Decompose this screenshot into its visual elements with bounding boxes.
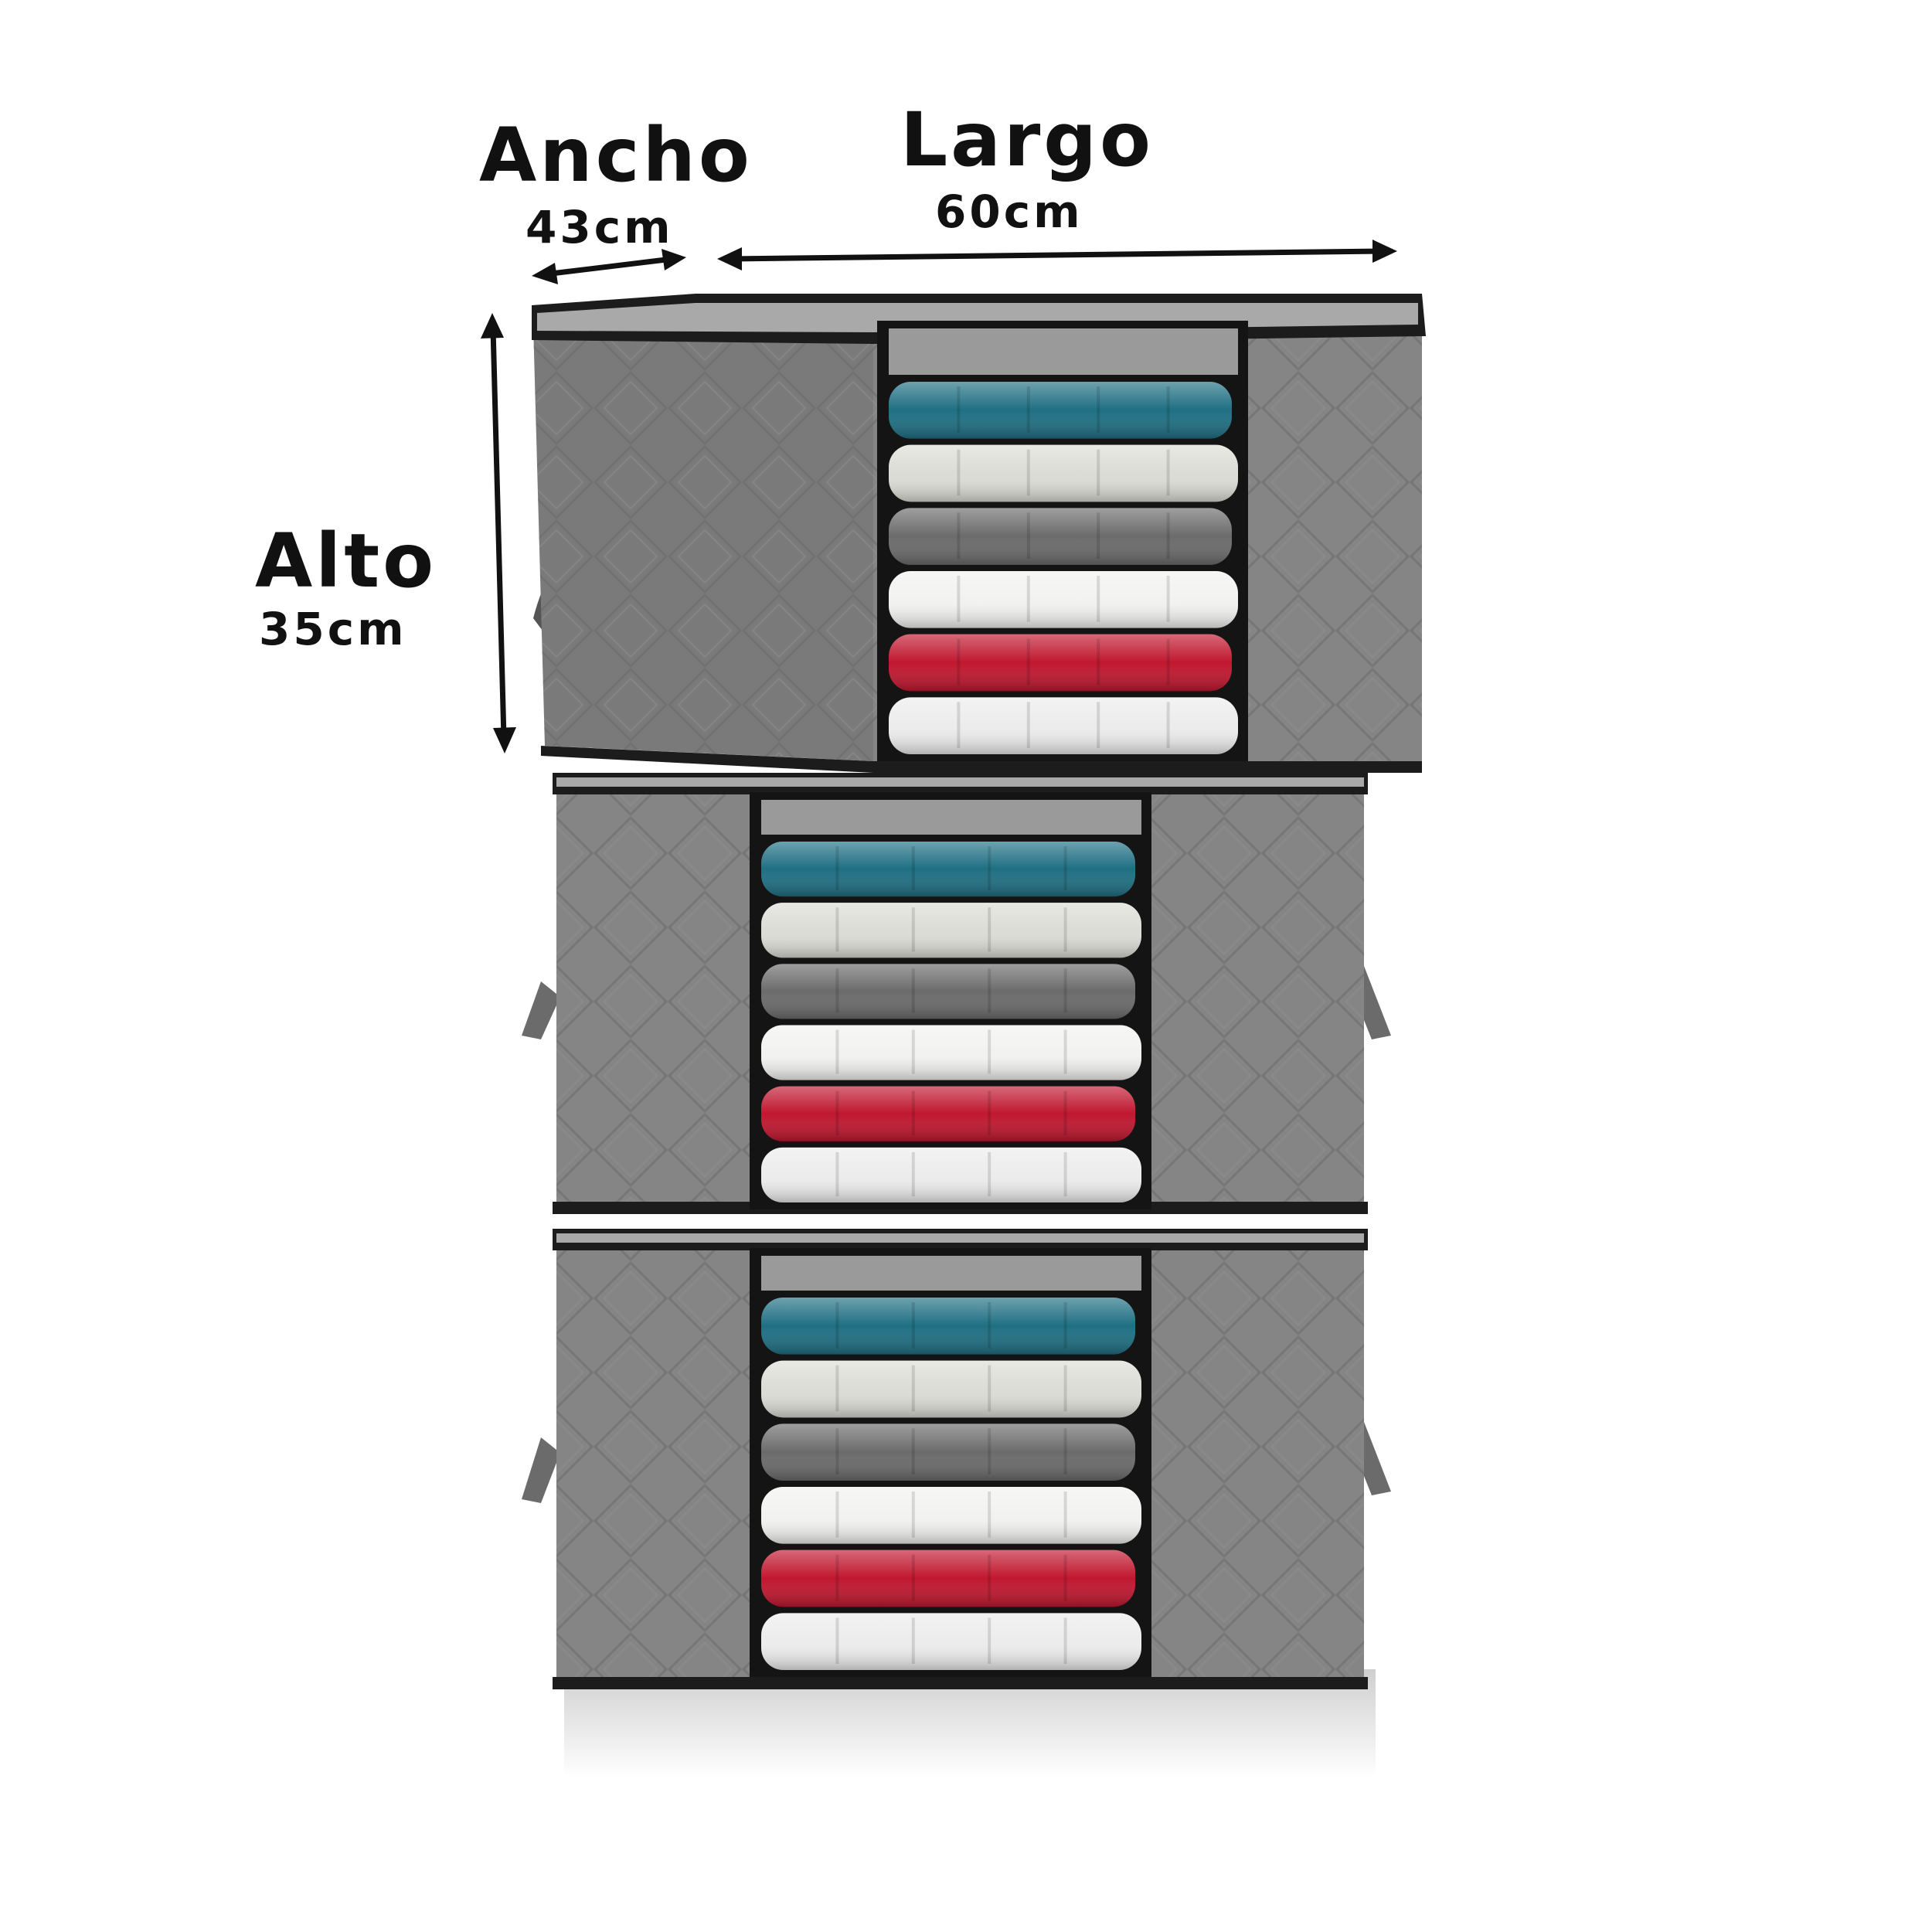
- garment-roll-shading: [889, 444, 1238, 502]
- garment-roll-shading: [761, 1147, 1141, 1202]
- height-value: 35cm: [259, 603, 407, 655]
- garment-roll-shading: [761, 1025, 1141, 1080]
- garment-roll-shading: [889, 382, 1232, 439]
- width-value: 43cm: [526, 201, 674, 253]
- garment-roll-shading: [761, 1613, 1141, 1670]
- garment-roll-shading: [761, 1423, 1135, 1481]
- garment-roll-shading: [761, 1298, 1135, 1355]
- garment-roll-shading: [761, 842, 1135, 897]
- length-arrow: [717, 240, 1397, 270]
- garment-roll-shading: [761, 1487, 1141, 1544]
- left-handle: [522, 981, 560, 1039]
- garment-roll-shading: [889, 508, 1232, 565]
- height-arrow: [481, 313, 516, 753]
- garment-roll-shading: [761, 964, 1135, 1019]
- width-title: Ancho: [479, 112, 753, 199]
- length-title: Largo: [900, 97, 1154, 183]
- garment-roll-shading: [761, 1086, 1135, 1141]
- left-handle: [522, 1437, 560, 1503]
- garment-roll-shading: [761, 1360, 1141, 1418]
- garment-roll-shading: [889, 697, 1238, 754]
- folded-garments: [761, 382, 1238, 1670]
- width-arrow: [532, 249, 686, 284]
- garment-roll-shading: [889, 634, 1232, 692]
- garment-roll-shading: [761, 903, 1141, 958]
- height-title: Alto: [255, 518, 437, 604]
- dimension-arrows: [481, 240, 1397, 753]
- garment-roll-shading: [889, 571, 1238, 628]
- garment-roll-shading: [761, 1549, 1135, 1607]
- length-value: 60cm: [935, 185, 1083, 238]
